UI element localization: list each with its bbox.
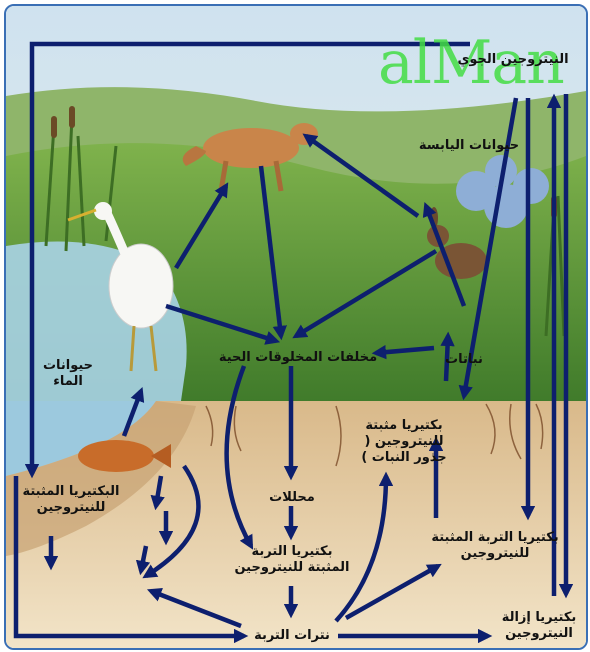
label-water-fixing-bacteria: البكتيريا المثبتة للنيتروجين bbox=[16, 484, 126, 516]
label-soil-nitrates: نترات التربة bbox=[246, 628, 338, 644]
diagram-frame: alMan النيتروجين الجوي حيوانات اليابسة ح… bbox=[4, 4, 588, 650]
label-soil-fixing-bacteria-right: بكتيريا التربة المثبتة للنيتروجين bbox=[430, 530, 560, 562]
label-plants: نباتات bbox=[434, 352, 494, 368]
label-atmospheric-nitrogen: النيتروجين الجوي bbox=[454, 52, 572, 68]
label-organism-waste: مخلفات المخلوقات الحية bbox=[218, 350, 378, 366]
label-root-fixing-bacteria: بكتيريا مثبتة للنيتروجين ( جذور النبات ) bbox=[350, 418, 458, 466]
label-soil-fixing-bacteria-center: بكتيريا التربة المثبتة للنيتروجين bbox=[232, 544, 352, 576]
label-water-animals: حيوانات الماء bbox=[28, 358, 108, 390]
label-land-animals: حيوانات اليابسة bbox=[414, 138, 524, 154]
label-denitrifying-bacteria: بكتيريا إزالة النيتروجين bbox=[496, 610, 582, 642]
label-decomposers: محللات bbox=[262, 490, 322, 506]
